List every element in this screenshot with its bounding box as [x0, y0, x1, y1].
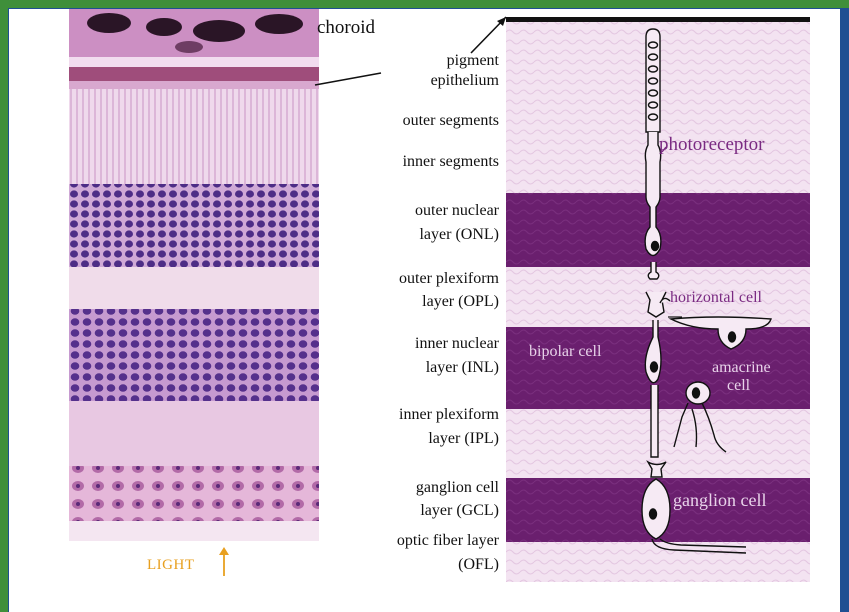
layer-labels: pigment epithelium outer segments inner …: [309, 9, 499, 609]
label-pigment-1: pigment: [447, 51, 499, 71]
label-ipl-1: inner plexiform: [399, 405, 499, 425]
label-ganglion-cell: ganglion cell: [673, 490, 766, 511]
top-black-bar: [506, 17, 810, 22]
label-onl-1: outer nuclear: [415, 201, 499, 221]
label-ofl-1: optic fiber layer: [397, 531, 499, 551]
label-inl-1: inner nuclear: [415, 334, 499, 354]
figure-panel: choroid pigment epithelium outer segment…: [9, 9, 840, 612]
label-amacrine-1: amacrine: [712, 359, 771, 377]
light-arrow-icon: [218, 547, 230, 577]
label-opl-1: outer plexiform: [399, 269, 499, 289]
label-pigment-2: epithelium: [431, 71, 499, 91]
label-horizontal-cell: horizontal cell: [670, 289, 762, 307]
label-opl-2: layer (OPL): [422, 292, 499, 312]
label-gcl-1: ganglion cell: [416, 478, 499, 498]
label-inner-segments: inner segments: [403, 152, 499, 172]
label-ipl-2: layer (IPL): [428, 429, 499, 449]
label-photoreceptor: photoreceptor: [659, 134, 765, 156]
label-onl-2: layer (ONL): [419, 225, 499, 245]
label-gcl-2: layer (GCL): [420, 501, 499, 521]
frame-top-border: [0, 0, 849, 8]
label-inl-2: layer (INL): [426, 358, 499, 378]
label-outer-segments: outer segments: [403, 111, 499, 131]
label-amacrine-2: cell: [727, 377, 750, 395]
frame-left-border: [0, 0, 8, 612]
label-bipolar-cell: bipolar cell: [529, 343, 601, 361]
label-light: LIGHT: [147, 557, 195, 574]
label-ofl-2: (OFL): [458, 555, 499, 575]
